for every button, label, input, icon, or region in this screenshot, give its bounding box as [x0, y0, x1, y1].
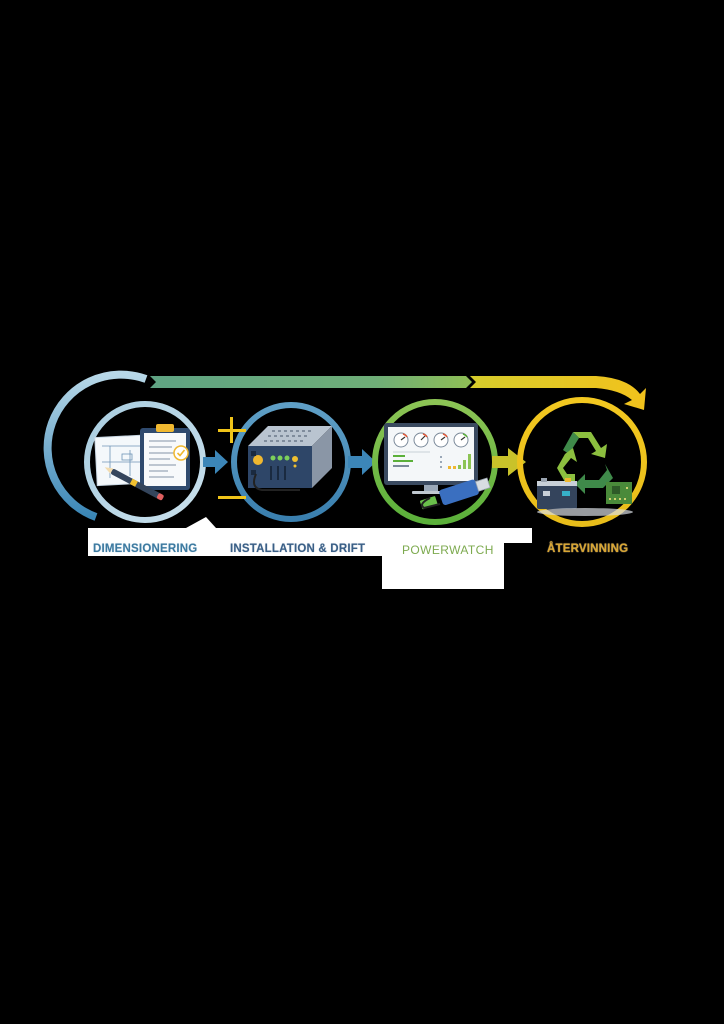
- stage-powerwatch: [372, 399, 498, 525]
- monitor-gauges-usb-icon: [384, 423, 491, 510]
- label-band-left: [88, 528, 382, 556]
- label-band-right: [504, 528, 532, 543]
- connector-arrow-3: [492, 448, 526, 476]
- plus-icon: [218, 417, 246, 443]
- stage-label-installation-drift: INSTALLATION & DRIFT: [230, 543, 366, 555]
- power-supply-device-icon: [248, 426, 332, 491]
- minus-icon: [218, 496, 246, 499]
- stage-label-atervinning: ÅTERVINNING: [547, 543, 629, 555]
- stage-installation-drift: [218, 402, 351, 522]
- stage-dimensionering: [43, 370, 206, 523]
- ring-yellow: [517, 397, 647, 527]
- stage-label-powerwatch: POWERWATCH: [402, 543, 494, 557]
- recycle-battery-circuit-icon: [537, 432, 633, 516]
- top-flow-arrow: [150, 376, 646, 410]
- label-band-middle: [382, 528, 504, 589]
- connector-arrow-2: [348, 449, 376, 475]
- clipboard-blueprint-pencil-icon: [94, 424, 190, 501]
- connector-arrow-1: [203, 450, 228, 474]
- band-pointer: [186, 517, 216, 528]
- outer-arc-blue: [43, 370, 148, 521]
- stage-label-dimensionering: DIMENSIONERING: [93, 543, 198, 555]
- stage-atervinning: [517, 397, 647, 527]
